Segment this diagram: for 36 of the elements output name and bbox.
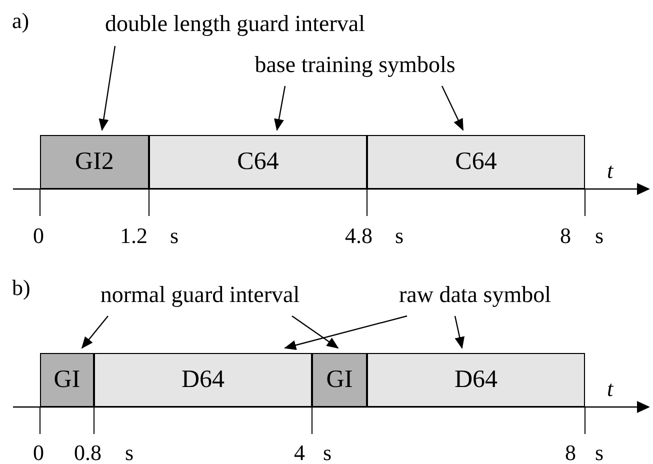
- tick-label: 0.8: [74, 442, 102, 464]
- leader-arrow: [454, 316, 465, 349]
- symbol-block: D64: [367, 353, 585, 407]
- guard-interval-block: GI: [312, 353, 367, 407]
- leader-arrow: [81, 316, 108, 349]
- tick-label: 4.8: [345, 225, 372, 247]
- tick-label: 4: [294, 442, 305, 464]
- tick-label: 8: [560, 225, 571, 247]
- callout-text: double length guard interval: [70, 6, 400, 42]
- symbol-block: D64: [94, 353, 312, 407]
- axis-label: t: [607, 378, 614, 400]
- unit-label: s: [595, 225, 604, 247]
- callout-text: normal guard interval: [70, 278, 330, 312]
- callout-text: raw data symbol: [375, 278, 575, 312]
- tick-label: 0: [33, 442, 44, 464]
- guard-interval-block: GI2: [40, 135, 149, 189]
- panel-label: a): [12, 10, 30, 32]
- leader-arrow: [98, 46, 116, 131]
- symbol-block: C64: [149, 135, 367, 189]
- tick-label: 0: [33, 225, 44, 247]
- unit-label: s: [323, 442, 332, 464]
- guard-interval-block: GI: [40, 353, 94, 407]
- leader-arrow: [441, 86, 464, 131]
- tick-label: 1.2: [120, 225, 148, 247]
- leader-arrow: [274, 86, 286, 131]
- tick-label: 8: [565, 442, 576, 464]
- leader-arrow: [292, 316, 339, 349]
- unit-label: s: [595, 442, 604, 464]
- callout-text: base training symbols: [225, 48, 485, 82]
- symbol-block: C64: [367, 135, 585, 189]
- unit-label: s: [395, 225, 404, 247]
- axis-label: t: [607, 160, 614, 182]
- panel-label: b): [12, 277, 30, 299]
- unit-label: s: [170, 225, 179, 247]
- leader-arrow: [284, 315, 408, 350]
- unit-label: s: [125, 442, 134, 464]
